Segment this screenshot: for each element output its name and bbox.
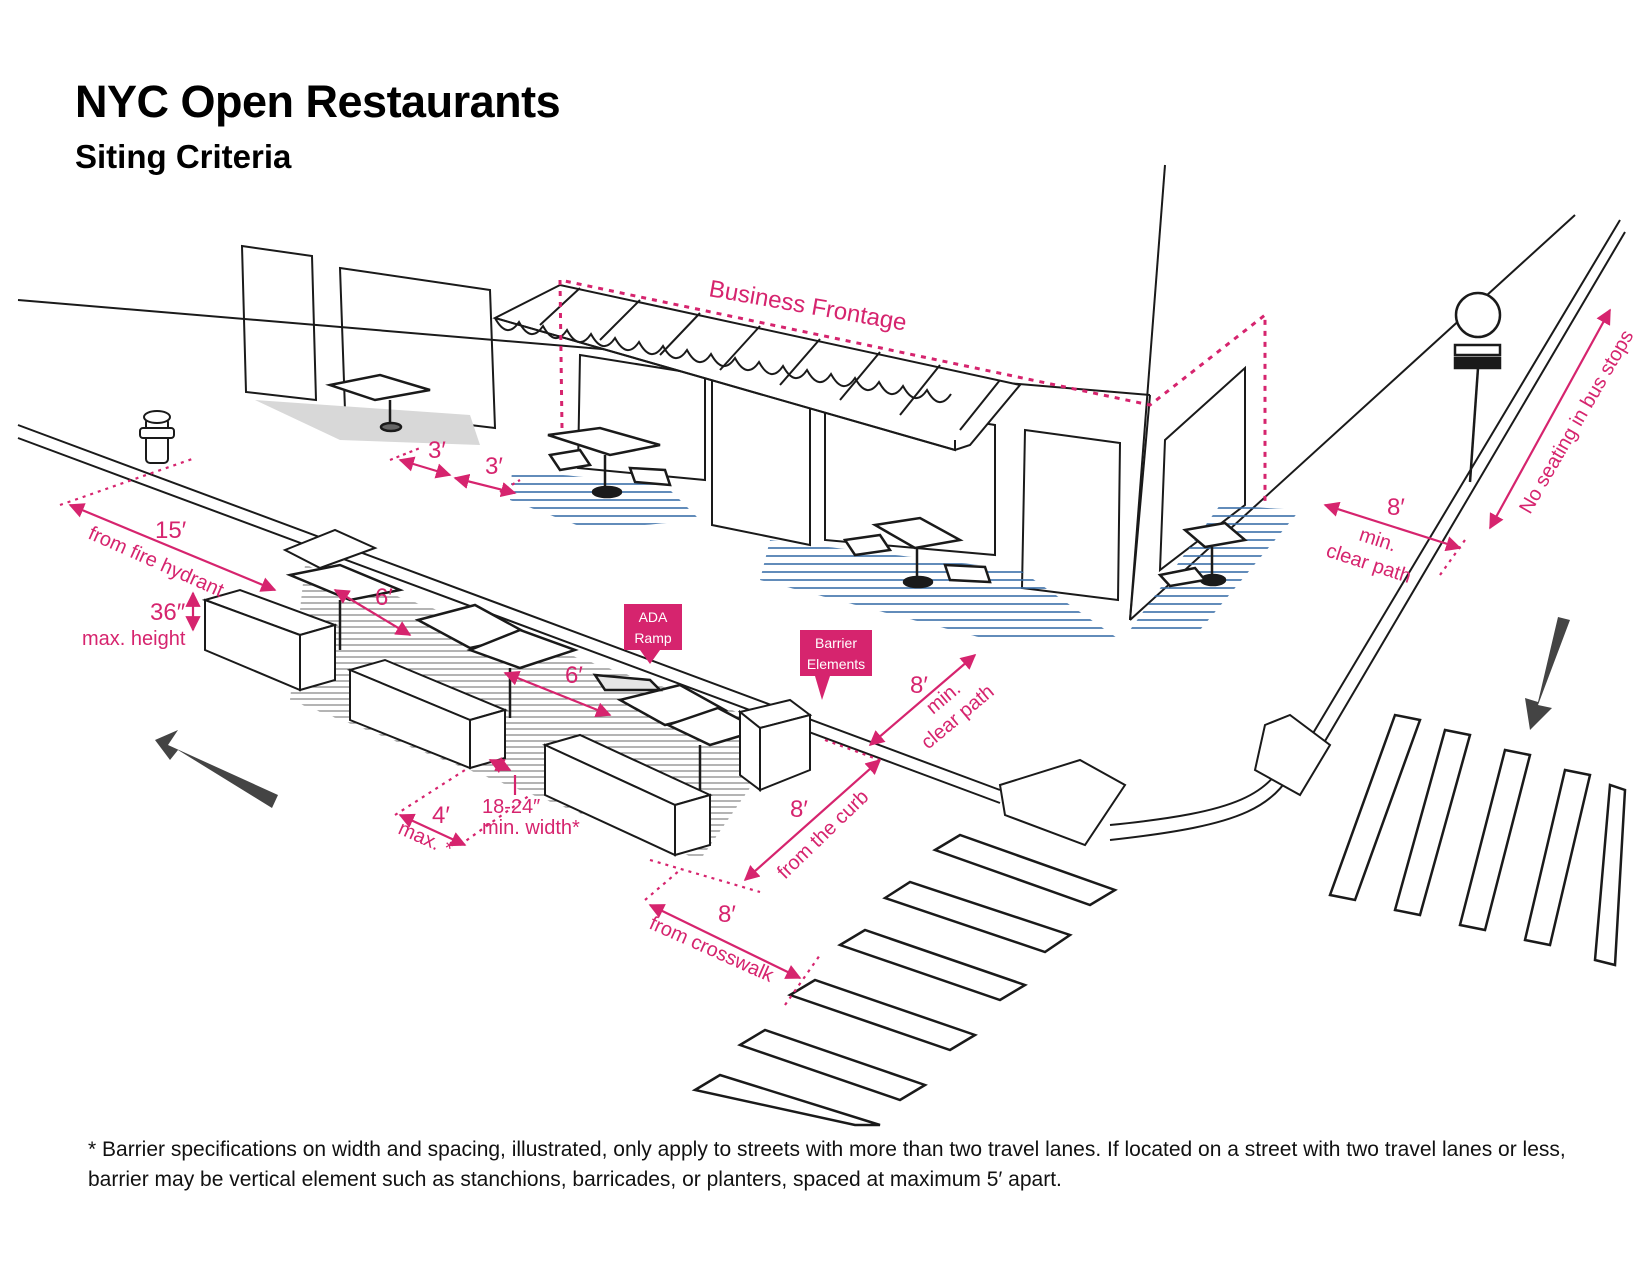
awning	[492, 283, 1022, 452]
bus-stop-sign-icon	[1453, 291, 1502, 483]
curb-ramps	[998, 713, 1332, 847]
business-frontage-outline	[558, 278, 1267, 505]
crosswalk	[691, 713, 1627, 1127]
dim-6ft-a: 6′	[375, 584, 393, 611]
dim-4ft: 4′	[432, 802, 450, 829]
sidewalk-seating-zone-3	[1130, 505, 1300, 630]
footnote: * Barrier specifications on width and sp…	[88, 1138, 1566, 1191]
dim-6ft-b: 6′	[565, 662, 583, 689]
ada-label-line2: Ramp	[634, 630, 672, 646]
no-seating-bus-label: No seating in bus stops	[1515, 326, 1638, 517]
from-crosswalk-label: from crosswalk	[646, 912, 778, 987]
barrier-label-line2: Elements	[807, 656, 865, 672]
traffic-direction-arrows	[155, 617, 1570, 808]
barrier-label-line1: Barrier	[815, 635, 857, 651]
dim-3ft-b: 3′	[485, 453, 503, 480]
max-height-label: max. height	[82, 628, 186, 650]
dim-8ft-clear-mid: 8′	[910, 672, 928, 699]
neighbor-seating-zone	[255, 400, 480, 445]
min-width-label: min. width*	[482, 817, 580, 839]
sidewalk-seating-zone-1	[510, 470, 700, 530]
dimension-lines	[59, 308, 1611, 1006]
page-subtitle: Siting Criteria	[75, 138, 292, 175]
dim-15ft: 15′	[155, 517, 187, 544]
dim-8ft-curb: 8′	[790, 796, 808, 823]
sidewalk-seating-zone-2	[760, 540, 1120, 640]
dim-8ft-clear-right: 8′	[1387, 494, 1405, 521]
dim-36in: 36″	[150, 599, 186, 626]
dim-8ft-crosswalk: 8′	[718, 901, 736, 928]
ada-label-line1: ADA	[639, 609, 668, 625]
ada-ramp-callout: ADA Ramp	[624, 604, 682, 664]
from-curb-label: from the curb	[773, 786, 873, 884]
dim-18-24: 18-24″	[482, 796, 540, 818]
sidewalk-tables	[325, 373, 1248, 589]
page-title: NYC Open Restaurants	[75, 76, 561, 127]
dim-3ft-a: 3′	[428, 437, 446, 464]
barrier-elements-callout: Barrier Elements	[800, 630, 872, 700]
fire-hydrant-icon	[139, 410, 175, 464]
